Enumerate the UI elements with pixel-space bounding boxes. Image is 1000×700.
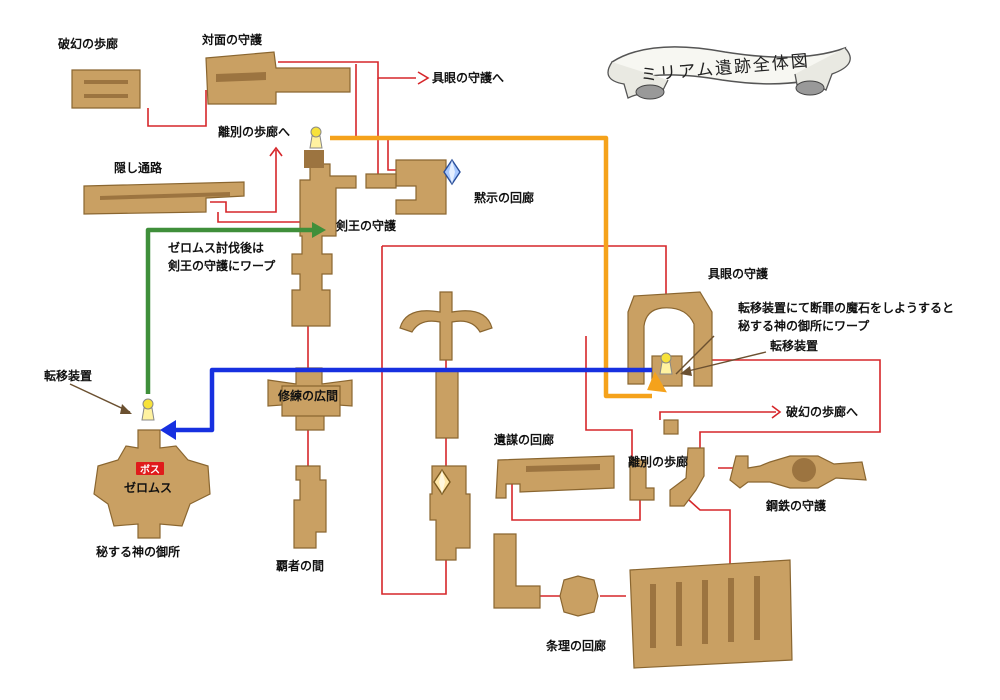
label-hagen-ref: 破幻の歩廊へ bbox=[786, 404, 858, 419]
label-gugen-ref: 具眼の守護へ bbox=[432, 70, 504, 85]
label-teleport-left: 転移装置 bbox=[44, 368, 92, 383]
room-kenou bbox=[291, 150, 357, 327]
boss-badge-icon: ボス bbox=[136, 462, 164, 476]
room-ishin bbox=[495, 455, 615, 499]
room-shuren bbox=[267, 367, 353, 431]
room-hagen-top bbox=[71, 69, 141, 109]
label-mokuji: 黙示の回廊 bbox=[474, 190, 534, 205]
label-ribetsu-ref: 離別の歩廊へ bbox=[218, 124, 290, 139]
corridor-lines bbox=[147, 61, 881, 597]
room-hasha bbox=[293, 465, 327, 549]
note-danzai-2: 秘する神の御所にワープ bbox=[738, 318, 870, 333]
title-scroll: ミリアム遺跡全体図 bbox=[607, 46, 851, 100]
teleporter-icon[interactable] bbox=[141, 398, 155, 421]
room-hisuru bbox=[93, 429, 211, 539]
label-gugen: 具眼の守護 bbox=[708, 266, 769, 281]
label-kotetsu: 鋼鉄の守護 bbox=[765, 498, 827, 513]
pointer-lines bbox=[69, 335, 767, 414]
label-hagen-top: 破幻の歩廊 bbox=[58, 36, 118, 51]
room-jori-big bbox=[629, 559, 793, 669]
label-kenou: 剣王の守護 bbox=[335, 218, 397, 233]
warp-routes bbox=[145, 135, 667, 440]
label-teleport-right: 転移装置 bbox=[770, 338, 818, 353]
save-crystal-icon[interactable] bbox=[433, 468, 451, 496]
label-kakushi: 隠し通路 bbox=[114, 160, 163, 175]
boss-badge-label: ボス bbox=[140, 463, 160, 476]
label-jori: 条理の回廊 bbox=[545, 638, 606, 653]
room-mokuji bbox=[365, 159, 447, 215]
teleporter-icon[interactable] bbox=[309, 126, 323, 149]
room-jori bbox=[559, 575, 599, 617]
room-kakushi bbox=[83, 181, 245, 215]
teleporter-icon[interactable] bbox=[659, 352, 673, 375]
note-danzai-1: 転移装置にて断罪の魔石をしようすると bbox=[738, 300, 954, 315]
room-ribetsu bbox=[629, 419, 705, 507]
label-ribetsu: 離別の歩廊 bbox=[628, 454, 688, 469]
label-xeroms: ゼロムス bbox=[124, 480, 172, 495]
room-jori-west bbox=[493, 533, 541, 609]
save-crystal-icon[interactable] bbox=[443, 158, 461, 186]
room-kotetsu bbox=[729, 455, 867, 489]
note-warp-after-boss: ゼロムス討伐後は bbox=[168, 240, 264, 255]
label-hasha: 覇者の間 bbox=[276, 558, 324, 573]
label-ishin: 遺謀の回廊 bbox=[493, 432, 554, 447]
label-taimen: 対面の守護 bbox=[201, 32, 263, 47]
note-warp-after-boss-2: 剣王の守護にワープ bbox=[167, 258, 276, 273]
label-hisuru: 秘する神の御所 bbox=[96, 544, 180, 559]
room-taimen bbox=[205, 51, 351, 105]
label-shuren: 修練の広間 bbox=[277, 388, 338, 403]
